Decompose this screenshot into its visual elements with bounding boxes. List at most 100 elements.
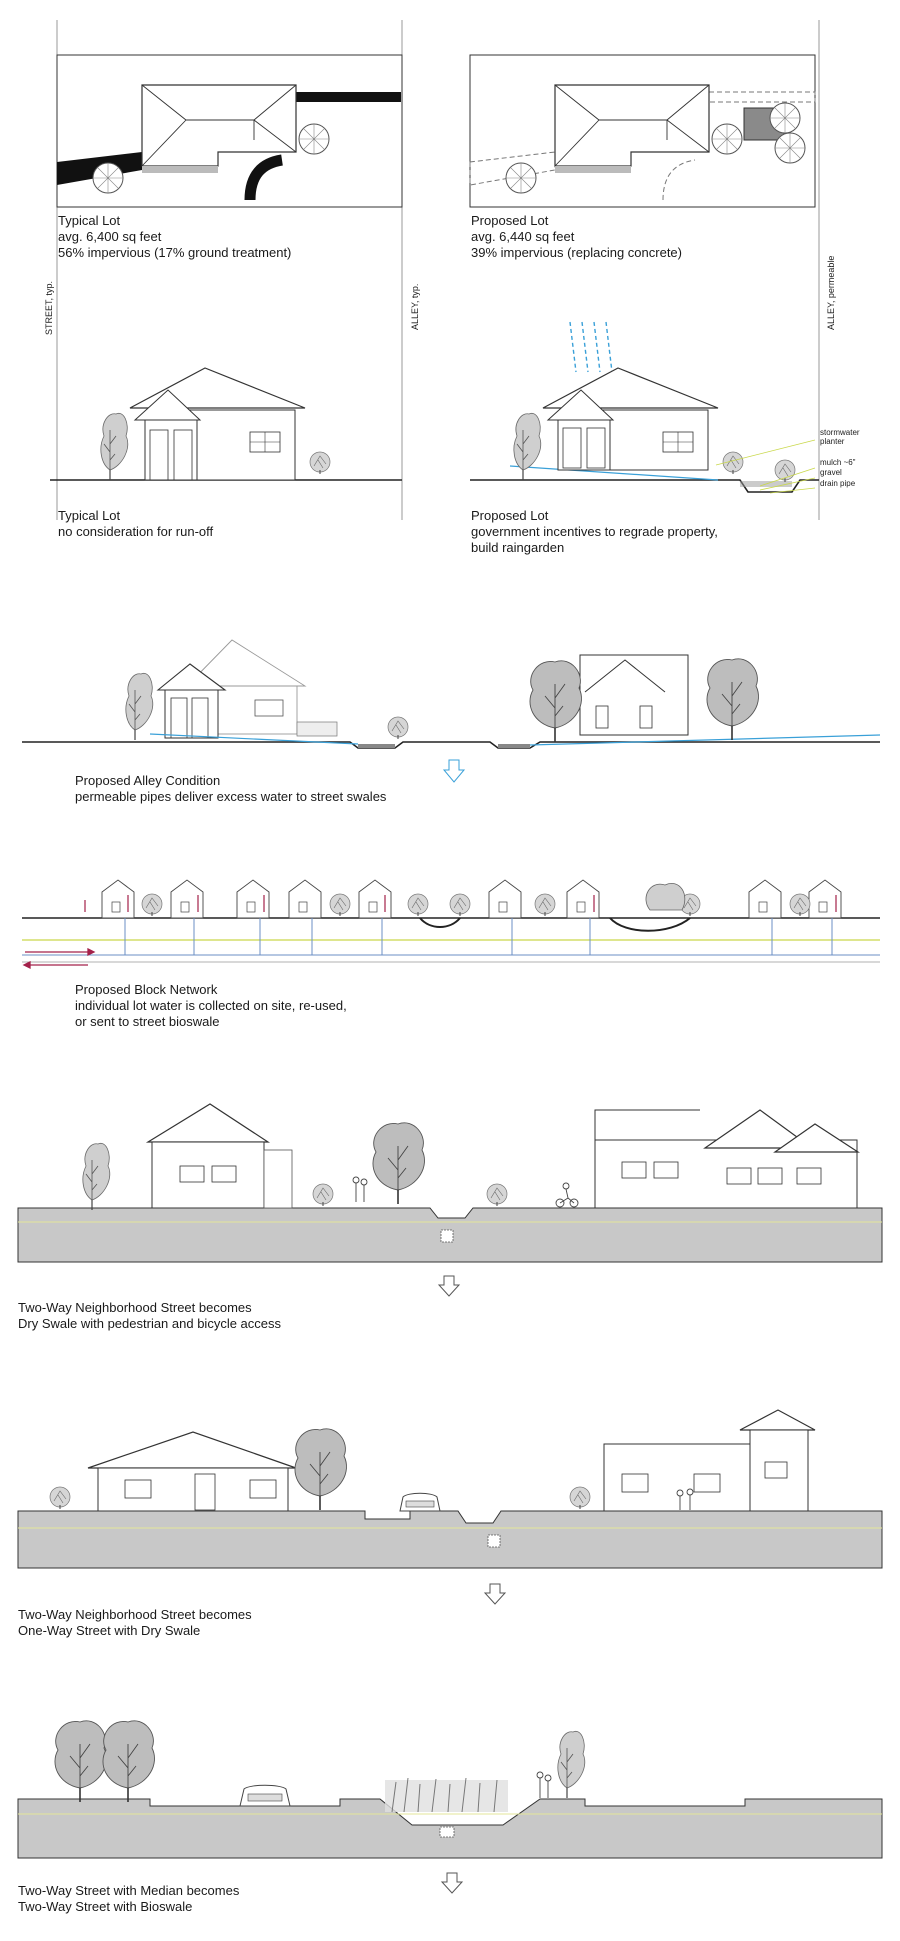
lot-drops (124, 918, 833, 955)
caption-line: Two-Way Neighborhood Street becomes (18, 1300, 252, 1315)
tree-icon (706, 658, 760, 741)
typical-plan-caption: Typical Lot avg. 6,400 sq feet 56% imper… (58, 213, 291, 261)
pedestrians-icon (536, 1771, 552, 1798)
block-network-section (22, 879, 880, 970)
caption-line: avg. 6,400 sq feet (58, 229, 162, 244)
note-line: planter (820, 437, 845, 446)
roof-ridges (141, 84, 297, 167)
car-icon (399, 1492, 441, 1512)
tree-icon (100, 412, 129, 481)
lot-house-row (101, 879, 842, 919)
caption-line: Typical Lot (58, 213, 121, 228)
flow-arrows (22, 947, 96, 970)
house-left (145, 1103, 293, 1209)
street-section-bioswale (17, 1720, 883, 1894)
roof-ridges (554, 84, 710, 167)
shrub-icon (534, 893, 556, 917)
ground-line (22, 741, 880, 749)
pedestrians-icon (676, 1488, 694, 1510)
road-ground (17, 1510, 883, 1569)
permeable-pipe (529, 734, 881, 746)
flow-arrow (442, 759, 466, 783)
transition-arrow (484, 1583, 506, 1605)
caption-line: avg. 6,440 sq feet (471, 229, 575, 244)
gravel-note: gravel (820, 468, 842, 477)
bioswale-dip (609, 917, 691, 932)
shrub-icon (789, 893, 811, 917)
shrub-icon (329, 893, 351, 917)
runoff-line (509, 465, 719, 481)
proposed-lot-section (470, 321, 819, 494)
tree-icon (294, 1428, 348, 1511)
annotation-leaders (715, 439, 816, 494)
caption-line: government incentives to regrade propert… (471, 524, 718, 539)
tree-icon (529, 660, 583, 743)
shrub-icon (449, 893, 471, 917)
shrub-icon (486, 1183, 508, 1207)
rain-lines (569, 321, 613, 373)
tree-icon (102, 1720, 156, 1803)
roof-shadow (142, 166, 218, 173)
tree-icon (372, 1122, 426, 1205)
alley-permeable-label: ALLEY, permeable (826, 255, 836, 330)
typical-lot-plan (56, 20, 403, 520)
caption-line: Dry Swale with pedestrian and bicycle ac… (18, 1316, 282, 1331)
tree-plan (711, 123, 743, 155)
proposed-section-caption: Proposed Lot government incentives to re… (471, 508, 718, 556)
caption-line: 56% impervious (17% ground treatment) (58, 245, 292, 260)
shrub-icon (569, 1486, 591, 1510)
mulch-note: mulch ~6" (820, 458, 856, 467)
house-left (87, 1431, 297, 1512)
typical-lot-section (50, 367, 402, 481)
caption-line: individual lot water is collected on sit… (75, 998, 347, 1013)
caption-line: Proposed Alley Condition (75, 773, 221, 788)
note-line: stormwater (820, 428, 860, 437)
shrub-icon (49, 1486, 71, 1510)
alley-label: ALLEY, typ. (410, 283, 420, 330)
drain-pipe-note: drain pipe (820, 479, 856, 488)
tree-plan (505, 162, 537, 194)
caption-line: or sent to street bioswale (75, 1014, 220, 1029)
caption-line: build raingarden (471, 540, 565, 555)
alley-section (22, 639, 881, 783)
porch (557, 419, 611, 471)
door (149, 429, 169, 481)
tree-plan (769, 102, 801, 134)
permeable-walkway (662, 159, 696, 201)
walkway (244, 154, 284, 201)
caption-line: Proposed Lot (471, 213, 549, 228)
transition-arrow (438, 1275, 460, 1297)
transition-arrow (441, 1872, 463, 1894)
house-right (594, 1109, 861, 1209)
street3-caption: Two-Way Street with Median becomes Two-W… (18, 1883, 239, 1915)
alley-caption: Proposed Alley Condition permeable pipes… (75, 773, 386, 805)
shrub-icon (141, 893, 163, 917)
raingarden-swale (720, 479, 819, 493)
permeable-pipe (149, 733, 359, 745)
street2-caption: Two-Way Neighborhood Street becomes One-… (18, 1607, 252, 1639)
caption-line: Two-Way Street with Bioswale (18, 1899, 193, 1914)
block-network-caption: Proposed Block Network individual lot wa… (75, 982, 347, 1030)
shrub-icon (407, 893, 429, 917)
tree-plan (774, 132, 806, 164)
house-right (603, 1409, 816, 1512)
downspouts (84, 895, 837, 912)
cyclist-icon (555, 1182, 579, 1208)
caption-line: 39% impervious (replacing concrete) (471, 245, 682, 260)
bioswale-dip (419, 917, 461, 928)
tree-plan (298, 123, 330, 155)
tree-icon (82, 1142, 111, 1211)
proposed-lot-plan (469, 20, 820, 520)
caption-line: Proposed Lot (471, 508, 549, 523)
caption-line: no consideration for run-off (58, 524, 214, 539)
tree-icon (513, 412, 542, 481)
shrub-icon (387, 716, 409, 740)
caption-line: Two-Way Neighborhood Street becomes (18, 1607, 252, 1622)
pedestrians-icon (352, 1176, 368, 1202)
shrub-icon (309, 451, 331, 475)
caption-line: Two-Way Street with Median becomes (18, 1883, 240, 1898)
permeable-driveway (469, 151, 556, 186)
alley-driveway (296, 92, 401, 102)
caption-line: Typical Lot (58, 508, 121, 523)
street1-caption: Two-Way Neighborhood Street becomes Dry … (18, 1300, 281, 1332)
